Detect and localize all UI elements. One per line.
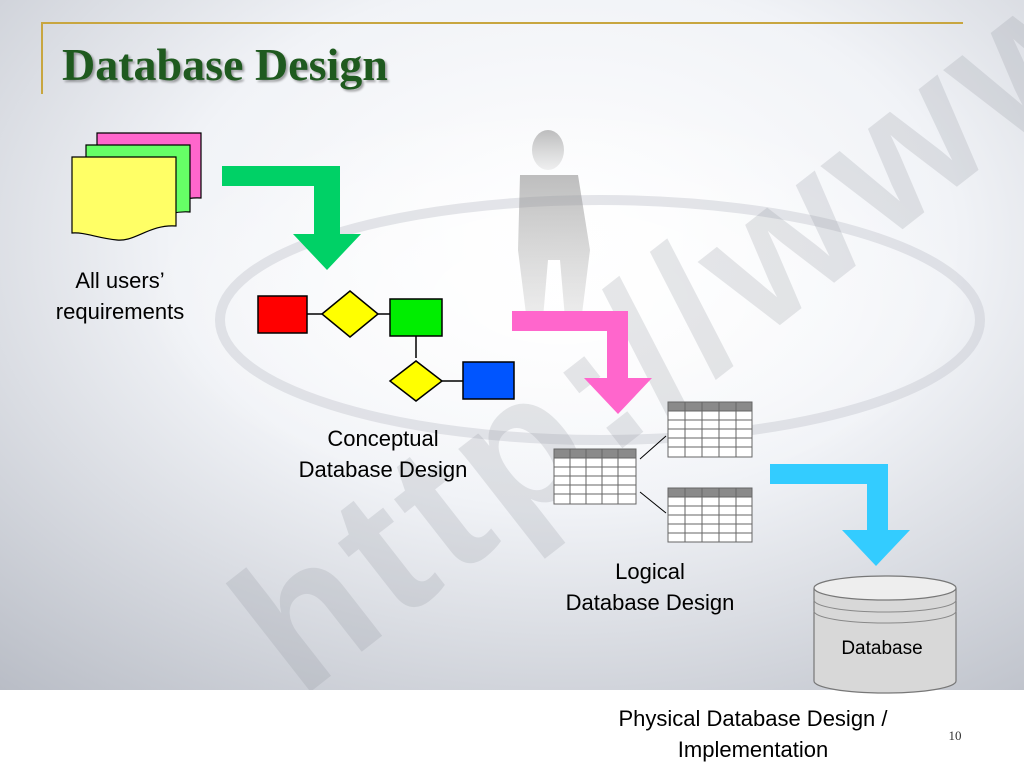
label-physical-design: Physical Database Design / Implementatio…	[560, 703, 946, 765]
er-diagram	[257, 290, 515, 402]
title-rule-horizontal	[41, 22, 963, 24]
title-rule-vertical	[41, 22, 43, 94]
table-left	[553, 448, 637, 505]
logical-tables	[553, 401, 753, 543]
slide-title: Database Design	[62, 39, 388, 90]
page-number: 10	[948, 728, 962, 743]
database-cylinder-icon	[813, 575, 957, 694]
label-line: requirements	[55, 299, 185, 324]
table-link-top	[639, 435, 667, 460]
label-line: Logical	[615, 559, 685, 584]
label-line: Database Design	[565, 590, 735, 615]
database-label: Database	[841, 638, 923, 659]
relationship-diamond-1	[320, 290, 380, 338]
label-logical-design: Logical Database Design	[536, 556, 764, 618]
entity-green	[389, 298, 443, 337]
arrow-to-logical	[512, 311, 652, 414]
label-conceptual-design: Conceptual Database Design	[270, 423, 496, 485]
arrow-to-physical	[770, 464, 910, 566]
document-yellow	[71, 156, 177, 241]
table-bottom-right	[667, 487, 753, 543]
arrow-to-conceptual	[222, 166, 361, 270]
label-line: Conceptual	[327, 426, 439, 451]
entity-blue	[462, 361, 515, 400]
label-all-users-requirements: All users’ requirements	[30, 265, 210, 327]
label-line: Physical Database Design /	[618, 706, 888, 731]
table-link-bottom	[639, 491, 667, 514]
label-line: Implementation	[677, 737, 829, 762]
label-line: Database Design	[298, 457, 468, 482]
person-silhouette	[518, 130, 590, 330]
slide-footer-area	[0, 690, 1024, 768]
label-line: All users’	[75, 268, 165, 293]
background-image: http://www	[0, 0, 1024, 690]
entity-red	[257, 295, 308, 334]
table-top-right	[667, 401, 753, 458]
requirements-documents-icon	[71, 132, 202, 241]
relationship-diamond-2	[388, 360, 444, 402]
